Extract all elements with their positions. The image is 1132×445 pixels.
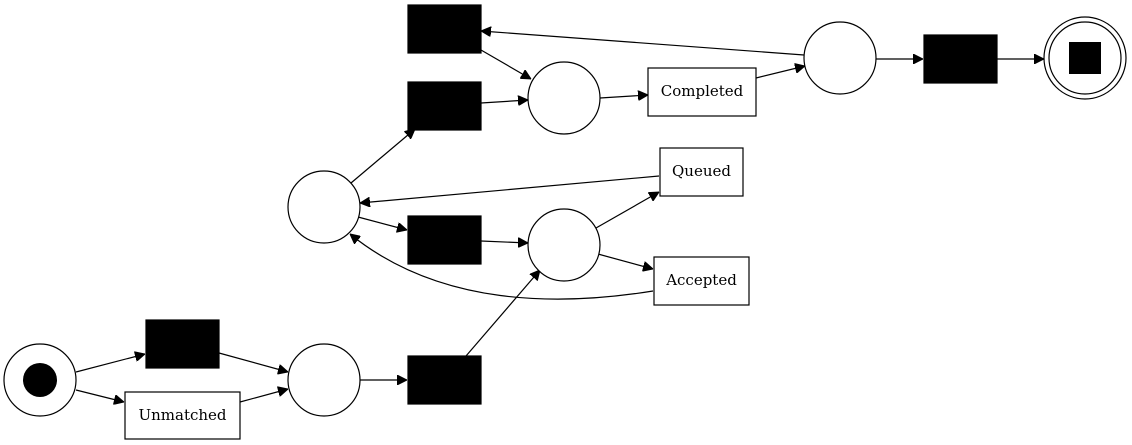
arc-completed-to-top: [755, 66, 805, 79]
arc-loop-to-silent-c: [357, 216, 407, 230]
transition-silent-d[interactable]: [407, 81, 482, 131]
arc-source-to-silent-a: [75, 354, 145, 373]
arc-upper-to-completed: [599, 95, 648, 98]
transition-silent-e[interactable]: [407, 4, 482, 54]
arc-silent-d-to-upper: [480, 100, 528, 103]
sink-end-marker: [1069, 42, 1101, 74]
arc-silent-a-to-p1: [218, 352, 288, 372]
transitions: Unmatched Queued Accepted Completed: [124, 4, 998, 440]
place-p1[interactable]: [287, 343, 361, 417]
arc-mid-to-accepted: [597, 253, 653, 269]
arc-source-to-unmatched: [75, 389, 124, 402]
transition-completed-label: Completed: [661, 82, 744, 100]
transition-silent-b[interactable]: [407, 355, 482, 405]
transition-completed[interactable]: [647, 67, 757, 117]
transition-accepted-label: Accepted: [665, 271, 737, 289]
arc-loop-to-silent-d: [350, 129, 415, 184]
token: [23, 363, 57, 397]
arc-silent-b-to-mid: [465, 270, 540, 357]
place-top[interactable]: [803, 21, 877, 95]
transition-silent-c[interactable]: [407, 215, 482, 265]
transition-queued-label: Queued: [672, 162, 731, 180]
arcs: [75, 31, 1044, 403]
arc-silent-e-to-upper: [480, 49, 531, 79]
place-upper[interactable]: [527, 61, 601, 135]
place-loop[interactable]: [287, 170, 361, 244]
transition-silent-a[interactable]: [145, 319, 220, 369]
transition-queued[interactable]: [659, 147, 744, 197]
arc-unmatched-to-p1: [239, 389, 288, 403]
arc-mid-to-queued: [595, 192, 659, 229]
arc-silent-c-to-mid: [480, 241, 528, 243]
transition-unmatched-label: Unmatched: [138, 406, 226, 424]
arc-top-to-silent-e: [481, 31, 805, 56]
transition-unmatched[interactable]: [124, 391, 241, 440]
places: [3, 16, 1127, 417]
place-mid[interactable]: [527, 208, 601, 282]
arc-accepted-to-loop: [350, 234, 654, 300]
transition-accepted[interactable]: [653, 256, 750, 306]
transition-silent-f[interactable]: [923, 34, 998, 84]
arc-queued-to-loop: [360, 175, 660, 203]
